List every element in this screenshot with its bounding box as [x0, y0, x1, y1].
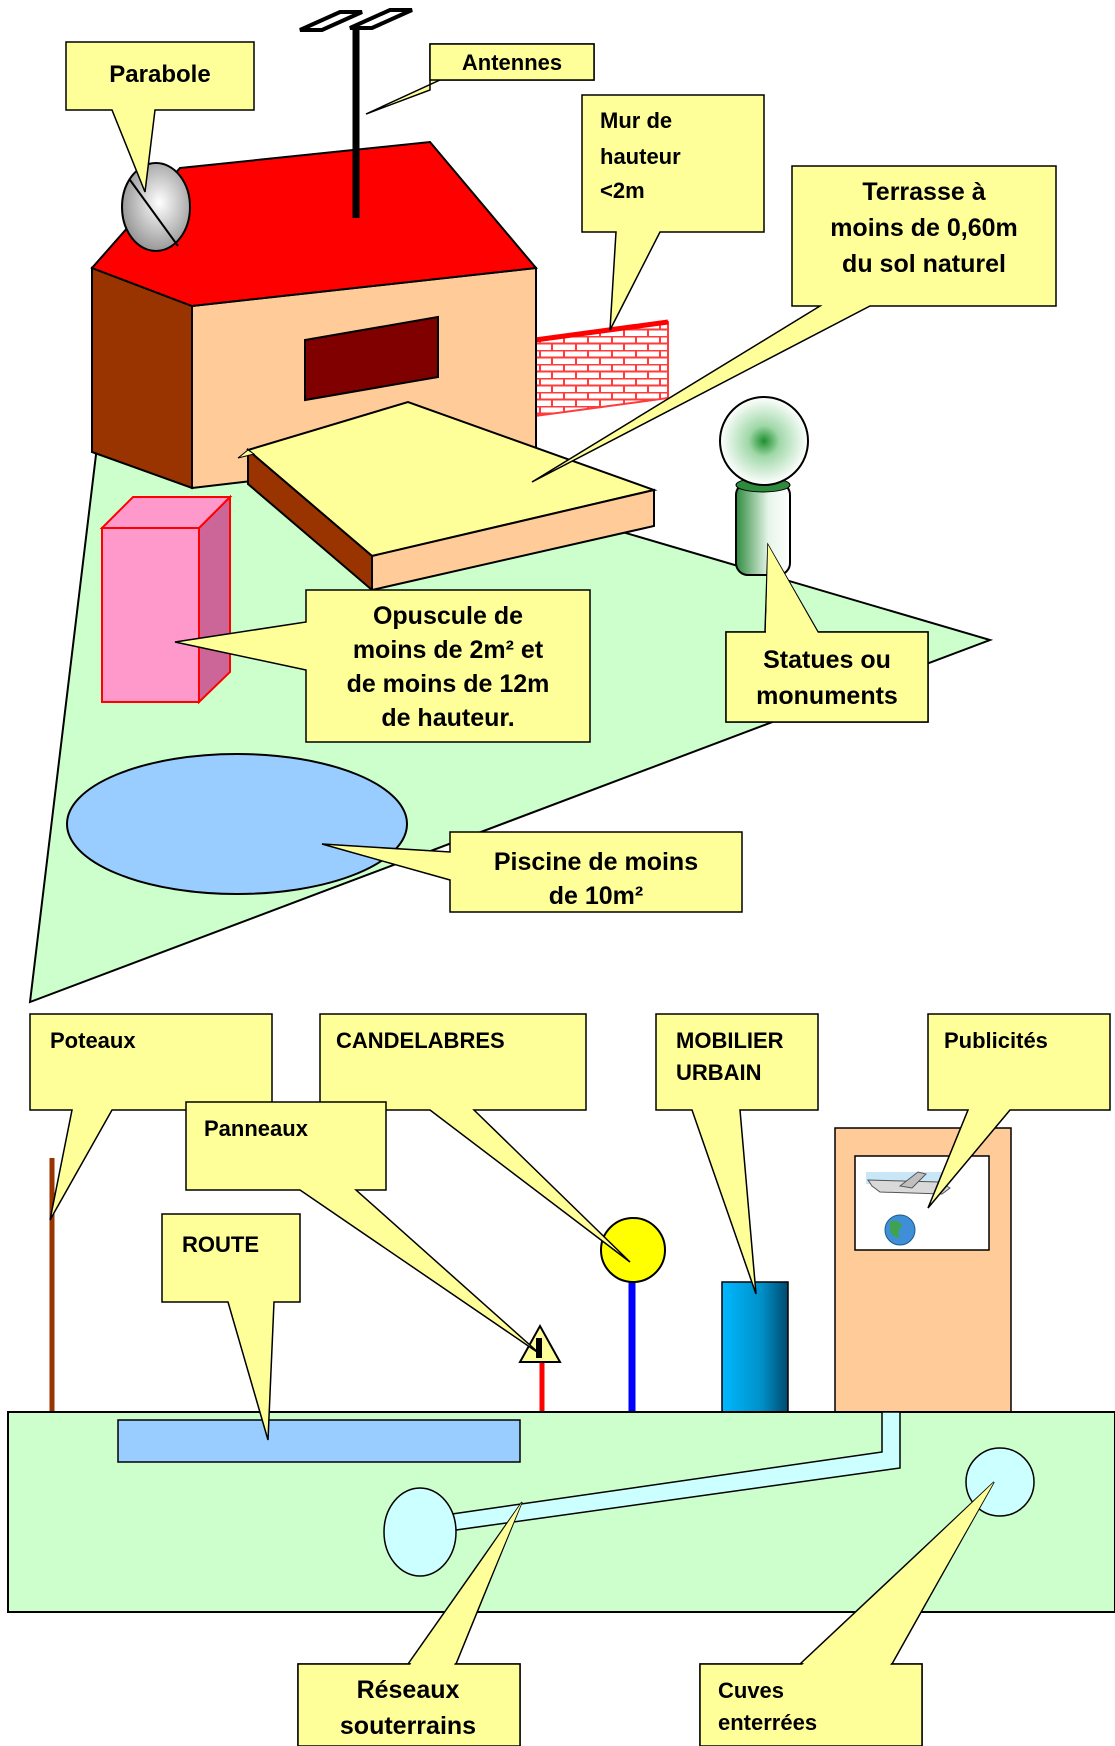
callout-antennes: Antennes: [365, 43, 595, 115]
callout-terrasse-line1: Terrasse à: [862, 178, 985, 206]
antenna-rack: [299, 8, 413, 32]
callout-parabole: Parabole: [65, 41, 255, 193]
dish-arm: [129, 179, 179, 247]
callout-reseaux-line1: Réseaux: [357, 1676, 460, 1704]
callout-mur: Mur de hauteur <2m: [581, 94, 765, 331]
callout-opuscule: Opuscule de moins de 2m² et de moins de …: [174, 589, 591, 743]
callout-cuves: Cuves enterrées: [699, 1481, 995, 1746]
callout-statues-line1: Statues ou: [763, 646, 891, 674]
callout-mur-line1: Mur de: [600, 108, 672, 133]
house-roof: [90, 140, 538, 308]
callout-piscine-line2: de 10m²: [549, 882, 643, 910]
callout-route: ROUTE: [161, 1213, 301, 1441]
callout-mur-line3: <2m: [600, 178, 645, 203]
callout-panneaux-text: Panneaux: [204, 1116, 309, 1141]
callout-parabole-text: Parabole: [109, 61, 210, 88]
callout-cuves-line1: Cuves: [718, 1678, 784, 1703]
callout-terrasse: Terrasse à moins de 0,60m du sol naturel: [531, 165, 1057, 483]
callout-opuscule-line3: de moins de 12m: [347, 670, 550, 698]
callout-statues-line2: monuments: [756, 682, 898, 710]
underground-tank-left: [383, 1487, 457, 1577]
callout-opuscule-line1: Opuscule de: [373, 602, 523, 630]
callout-panneaux: Panneaux: [185, 1101, 541, 1355]
brick-wall-top: [534, 319, 669, 343]
callout-terrasse-line2: moins de 0,60m: [830, 214, 1018, 242]
callout-publicites: Publicités: [927, 1013, 1111, 1209]
satellite-dish: [121, 162, 191, 252]
callout-mobilier-line2: URBAIN: [676, 1060, 762, 1085]
terrace-front-side: [371, 488, 655, 592]
callout-candelabres-text: CANDELABRES: [336, 1028, 505, 1053]
airplane-globe-icon: [866, 1171, 951, 1246]
road: [117, 1419, 521, 1463]
callout-mobilier-line1: MOBILIER: [676, 1028, 784, 1053]
callout-opuscule-line4: de hauteur.: [381, 704, 514, 732]
callout-poteaux: Poteaux: [29, 1013, 273, 1221]
statue-column: [735, 482, 791, 576]
statue-orb: [719, 396, 809, 486]
callout-opuscule-line2: moins de 2m² et: [353, 636, 544, 664]
callout-publicites-text: Publicités: [944, 1028, 1048, 1053]
street-furniture-bin: [721, 1281, 789, 1413]
callout-poteaux-text: Poteaux: [50, 1028, 136, 1053]
warning-triangle-icon: [518, 1323, 562, 1363]
callout-reseaux: Réseaux souterrains: [297, 1501, 523, 1746]
callout-antennes-text: Antennes: [462, 50, 562, 75]
callout-statues: Statues ou monuments: [725, 542, 929, 723]
callout-cuves-line2: enterrées: [718, 1710, 817, 1735]
callout-mur-line2: hauteur: [600, 144, 681, 169]
callout-piscine: Piscine de moins de 10m²: [321, 831, 743, 913]
kiosk-top: [99, 496, 233, 529]
swimming-pool: [66, 753, 408, 895]
callout-candelabres: CANDELABRES: [319, 1013, 631, 1263]
billboard-panel: [854, 1155, 990, 1251]
callout-piscine-line1: Piscine de moins: [494, 848, 698, 876]
callout-route-text: ROUTE: [182, 1232, 259, 1257]
house-window: [304, 315, 439, 402]
terrace-back-lip: [237, 449, 256, 459]
callout-reseaux-line2: souterrains: [340, 1712, 476, 1740]
callout-mobilier: MOBILIER URBAIN: [655, 1013, 819, 1295]
kiosk-front: [101, 527, 200, 703]
streetlamp-globe: [600, 1217, 666, 1283]
callout-terrasse-line3: du sol naturel: [842, 250, 1006, 278]
kiosk-side: [198, 494, 231, 705]
